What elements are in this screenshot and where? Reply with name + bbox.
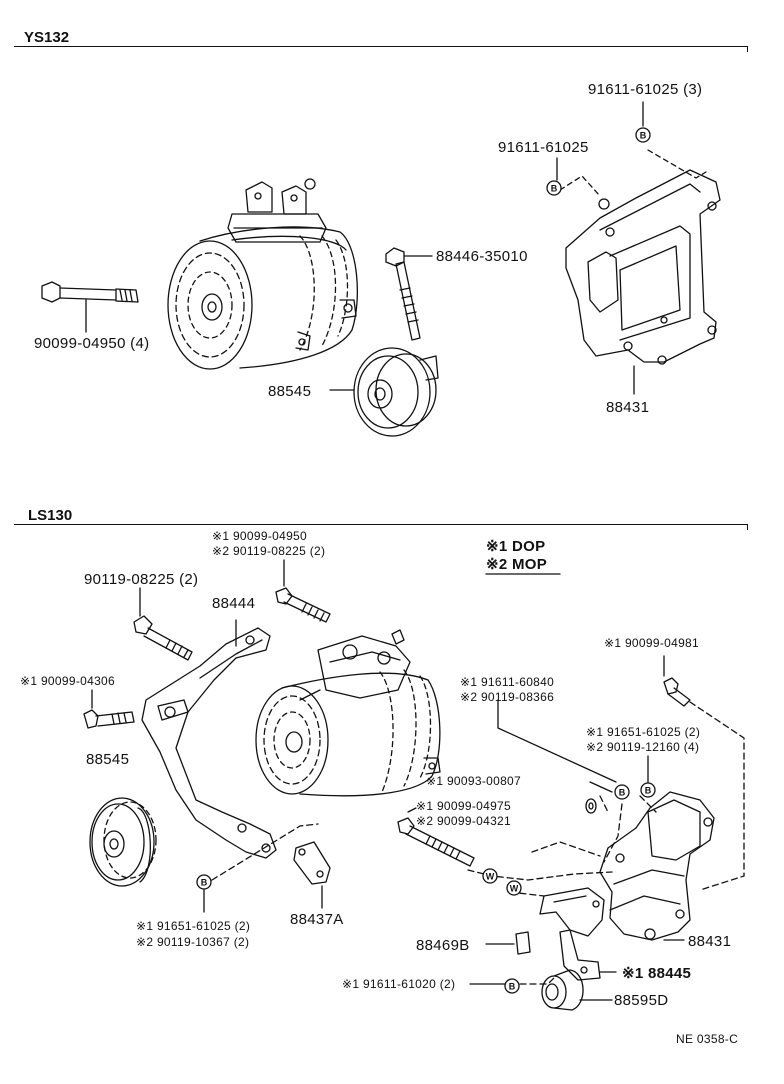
label-washer: ※1 90093-00807 [426,774,521,788]
label-pulley-bolt: 88446-35010 [436,248,528,265]
arm-88444 [141,619,277,859]
section-rule-bottom [14,524,748,525]
svg-text:B: B [509,982,516,992]
label-bolt-i: ※1 91611-61020 (2) [342,977,456,991]
legend-dop: ※1 DOP [486,538,546,555]
damper-88595d [541,969,613,1011]
label-bracket-ys132: 88431 [606,399,650,416]
bolt-90119-08225-a [275,559,331,623]
label-bolt-e1: ※1 91611-60840 [460,675,555,689]
svg-text:W: W [510,884,519,894]
label-bracket-ls130: 88431 [688,933,732,950]
label-bolt-a2: ※2 90119-08225 (2) [212,544,326,558]
label-spacer-88469b: 88469B [416,937,470,954]
spacer-88469b [485,931,531,955]
label-stay-88445: ※1 88445 [622,965,692,982]
bolt-90099-04981 [663,655,745,891]
label-bolt-h1: ※1 91651-61025 (2) [136,919,251,933]
label-plate-88437a: 88437A [290,911,344,928]
section-rule-top-end [747,46,748,52]
stay-88445 [539,887,617,981]
bracket-ys132 [556,101,721,395]
marker-w-1: W [482,868,498,884]
marker-b-4: B [640,782,656,798]
marker-b-2: B [546,180,562,196]
section-title-ys132: YS132 [24,29,70,46]
compressor-ls130 [255,629,441,797]
label-bracket-bolt: 91611-61025 [498,139,589,156]
leader-lines-ls130 [203,699,649,985]
marker-w-2: W [506,880,522,896]
svg-text:B: B [551,184,558,194]
section-rule-top [14,46,748,47]
legend-mop: ※2 MOP [486,556,548,573]
label-bolt-d: ※1 90099-04981 [604,636,699,650]
marker-b-5: B [196,874,212,890]
label-pulley-ls130: 88545 [86,751,130,768]
washer-icon [585,798,597,814]
label-bolt-g2: ※2 90099-04321 [416,814,511,828]
svg-text:B: B [645,786,652,796]
bracket-88431-ls130 [599,791,715,941]
label-pulley-ys132: 88545 [268,383,312,400]
label-bolt-f2: ※2 90119-12160 (4) [586,740,700,754]
bolt-90099-04306 [83,689,135,729]
bolt-90099-04975 [397,807,475,867]
svg-text:B: B [619,788,626,798]
svg-text:W: W [486,872,495,882]
label-bolt-h2: ※2 90119-10367 (2) [136,935,250,949]
label-bolt-e2: ※2 90119-08366 [460,690,555,704]
compressor-ys132 [167,178,359,370]
label-bolt-c: ※1 90099-04306 [20,674,115,688]
label-bolt-g1: ※1 90099-04975 [416,799,511,813]
bolt-90119-08225-b [133,587,193,661]
marker-b-6: B [504,978,520,994]
label-arm-88444: 88444 [212,595,256,612]
label-bracket-bolt-3: 91611-61025 (3) [588,81,703,98]
pulley-88545-ls130 [89,797,157,887]
label-damper-88595d: 88595D [614,992,669,1009]
plate-88437a [293,841,331,909]
pulley-ys132 [329,347,439,437]
label-long-bolt: 90099-04950 (4) [34,335,150,352]
marker-b-3: B [614,784,630,800]
label-bolt-a1: ※1 90099-04950 [212,529,307,543]
pulley-bolt-ys132 [385,247,433,341]
label-bolt-f1: ※1 91651-61025 (2) [586,725,701,739]
label-bolt-b: 90119-08225 (2) [84,571,199,588]
section-rule-bottom-end [747,524,748,530]
footer-code: NE 0358-C [676,1032,739,1046]
marker-b-1: B [635,127,651,143]
svg-text:B: B [201,878,208,888]
svg-text:B: B [640,131,647,141]
section-title-ls130: LS130 [28,507,73,524]
long-bolt-ys132 [41,281,139,333]
